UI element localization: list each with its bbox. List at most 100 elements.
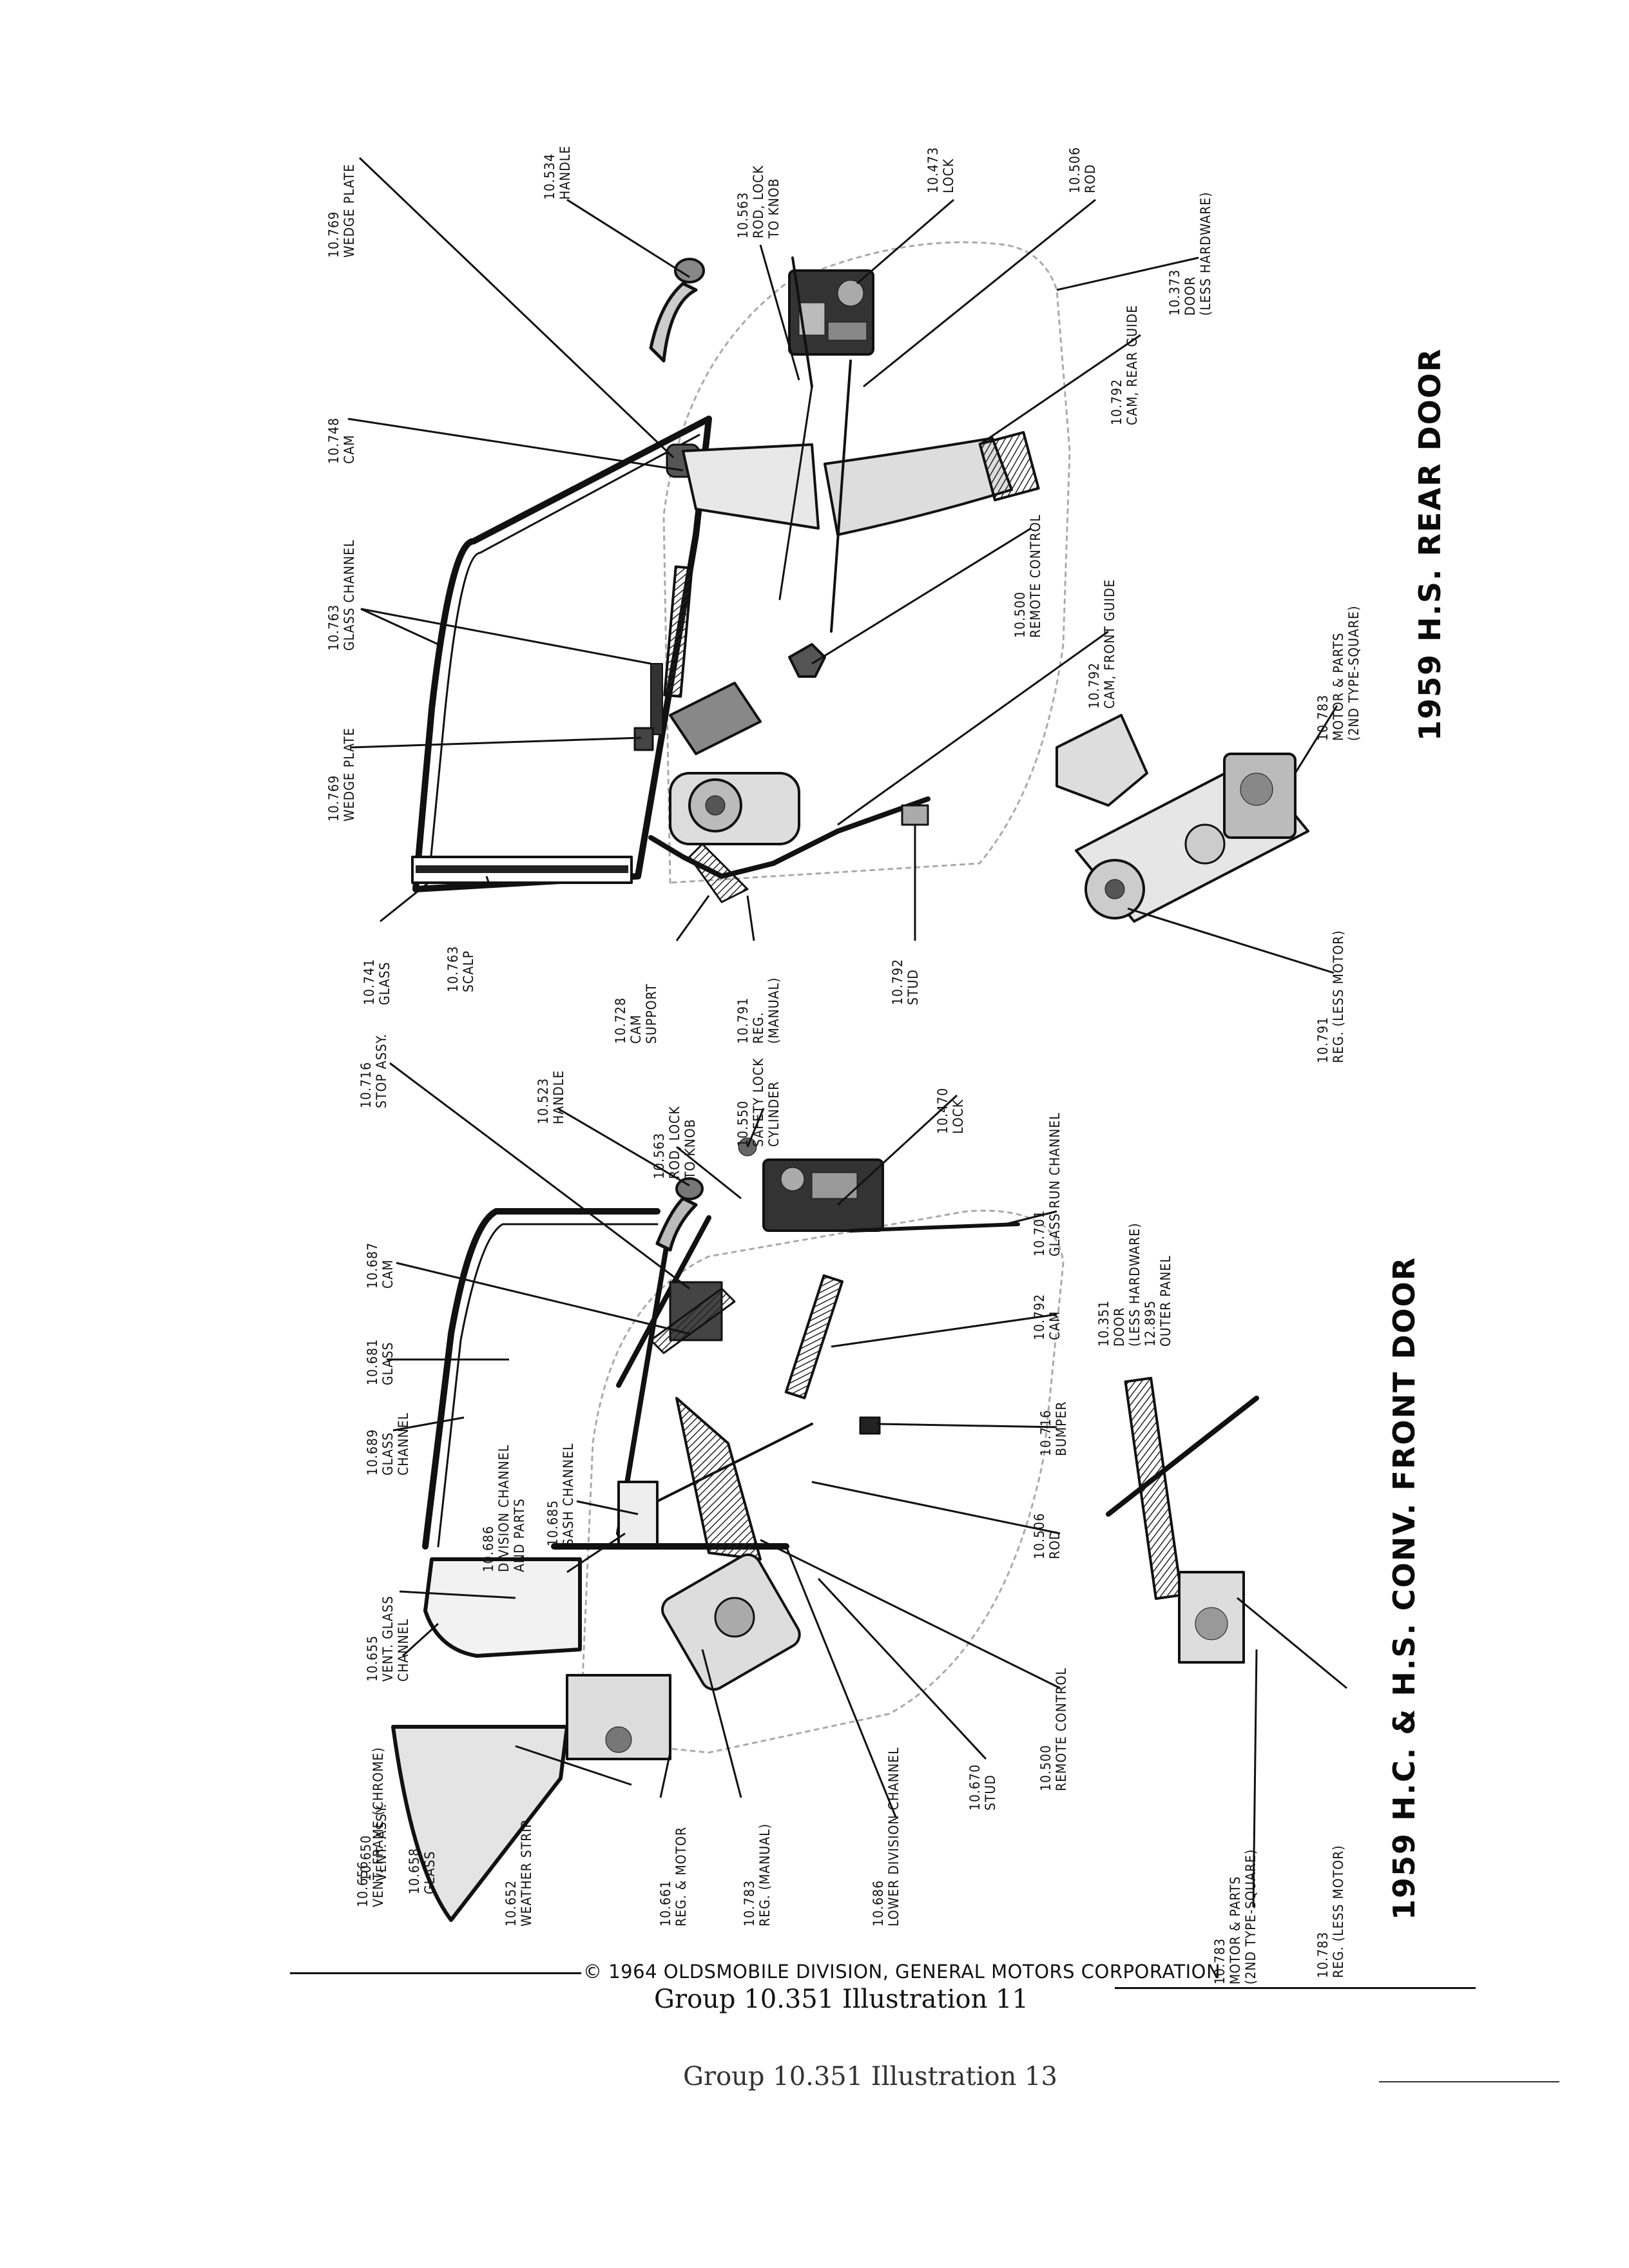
label-line: 10.652 bbox=[503, 1880, 519, 1927]
front-door-label-reg-motor: 10.661REG. & MOTOR bbox=[658, 1827, 689, 1927]
label-line: DIVISION CHANNEL bbox=[496, 1445, 512, 1572]
label-line: (2ND TYPE-SQUARE) bbox=[1243, 1849, 1258, 1984]
label-line: 10.650 bbox=[358, 1835, 374, 1881]
front-leader-lines bbox=[387, 1062, 1347, 1908]
label-line: ROD bbox=[1047, 1530, 1063, 1559]
label-line: MOTOR & PARTS bbox=[1228, 1876, 1243, 1984]
label-line: 10.791 bbox=[735, 997, 751, 1044]
label-line: 10.792 bbox=[1086, 662, 1102, 709]
front-door-label-remote-control: 10.500REMOTE CONTROL bbox=[1038, 1667, 1069, 1791]
label-line: (2ND TYPE-SQUARE) bbox=[1346, 606, 1362, 741]
label-line: (LESS HARDWARE) bbox=[1198, 191, 1213, 316]
label-line: 10.500 bbox=[1038, 1745, 1054, 1791]
rear-remote-control bbox=[788, 643, 826, 678]
label-line: BUMPER bbox=[1054, 1401, 1069, 1456]
label-line: 10.500 bbox=[1012, 591, 1028, 638]
label-line: 10.783 bbox=[1212, 1938, 1228, 1984]
label-line: 10.763 bbox=[445, 946, 461, 992]
label-line: REG. (MANUAL) bbox=[757, 1823, 773, 1927]
label-line: STUD bbox=[905, 969, 921, 1005]
rear-door-label-rod-lock: 10.563ROD, LOCKTO KNOB bbox=[735, 165, 782, 239]
label-line: WEDGE PLATE bbox=[342, 727, 357, 822]
front-handle bbox=[655, 1196, 698, 1252]
rear-stud bbox=[901, 804, 929, 826]
footer-rule-lower bbox=[1379, 2081, 1559, 2082]
label-line: 10.670 bbox=[967, 1764, 983, 1811]
label-line: 10.473 bbox=[925, 147, 941, 193]
label-line: REMOTE CONTROL bbox=[1028, 514, 1043, 638]
label-line: 10.506 bbox=[1067, 147, 1083, 193]
label-line: WEDGE PLATE bbox=[342, 164, 357, 258]
label-line: SAFETY LOCK bbox=[751, 1058, 766, 1147]
front-door-label-sash-channel: 10.685SASH CHANNEL bbox=[545, 1443, 576, 1546]
label-line: ROD bbox=[1083, 164, 1098, 193]
label-line: LOWER DIVISION CHANNEL bbox=[886, 1747, 901, 1927]
rear-door-label-wedge-plate: 10.769WEDGE PLATE bbox=[326, 727, 357, 822]
front-glass-run-channel bbox=[849, 1222, 1020, 1233]
label-line: VENT. FRAME (CHROME) bbox=[371, 1747, 386, 1907]
label-line: REG. (LESS MOTOR) bbox=[1331, 1845, 1346, 1978]
rear-door-label-lock: 10.473LOCK bbox=[925, 147, 956, 193]
front-door-label-stud: 10.670STUD bbox=[967, 1764, 998, 1811]
front-door-label-lower-division: 10.686LOWER DIVISION CHANNEL bbox=[871, 1747, 901, 1927]
front-door-label-reg-less-motor: 10.783REG. (LESS MOTOR) bbox=[1315, 1845, 1346, 1978]
front-vent-assembly bbox=[391, 1557, 671, 1922]
label-line: SUPPORT bbox=[644, 983, 659, 1044]
rear-window-glass bbox=[411, 416, 712, 892]
label-line: REG. (LESS MOTOR) bbox=[1331, 930, 1346, 1063]
rear-door-label-wedge-plate-top: 10.769WEDGE PLATE bbox=[326, 164, 357, 258]
rear-door-label-remote-control: 10.500REMOTE CONTROL bbox=[1012, 514, 1043, 638]
label-line: 10.791 bbox=[1315, 1017, 1331, 1063]
label-line: 10.656 bbox=[355, 1861, 371, 1907]
label-line: CAM bbox=[342, 435, 357, 464]
front-cam-792 bbox=[784, 1274, 844, 1399]
illustration-caption-secondary: Group 10.351 Illustration 13 bbox=[683, 2062, 1057, 2091]
label-line: 10.792 bbox=[1032, 1294, 1047, 1340]
label-line: 10.550 bbox=[735, 1100, 751, 1147]
front-door-label-weather-strip: 10.652WEATHER STRIP bbox=[503, 1820, 534, 1927]
label-line: CAM bbox=[380, 1260, 396, 1289]
rear-door-drawing bbox=[411, 241, 1309, 923]
label-line: 10.701 bbox=[1032, 1210, 1047, 1256]
label-line: TO KNOB bbox=[766, 178, 782, 239]
label-line: LOCK bbox=[950, 1099, 966, 1134]
label-line: SASH CHANNEL bbox=[561, 1443, 576, 1546]
rear-handle bbox=[649, 282, 698, 363]
label-line: 10.783 bbox=[1315, 1932, 1331, 1978]
label-line: OUTER PANEL bbox=[1158, 1255, 1173, 1347]
front-door-label-vent-glass-channel: 10.655VENT. GLASSCHANNEL bbox=[365, 1595, 411, 1682]
illustration-caption: Group 10.351 Illustration 11 bbox=[654, 1984, 1028, 2014]
label-line: 10.685 bbox=[545, 1500, 561, 1546]
rear-door-label-glass: 10.741GLASS bbox=[361, 959, 392, 1005]
front-door-label-reg-manual: 10.783REG. (MANUAL) bbox=[742, 1823, 773, 1927]
label-line: 10.783 bbox=[1315, 695, 1331, 741]
rear-regulator-less-motor bbox=[1055, 714, 1309, 923]
rear-door-label-motor: 10.783MOTOR & PARTS(2ND TYPE-SQUARE) bbox=[1315, 606, 1362, 741]
label-line: 12.895 bbox=[1142, 1300, 1158, 1347]
front-door-label-cam-792: 10.792CAM bbox=[1032, 1294, 1063, 1340]
rear-door-label-stud: 10.792STUD bbox=[890, 959, 921, 1005]
rear-door-label-cam-rear-guide: 10.792CAM, REAR GUIDE bbox=[1109, 305, 1140, 425]
rear-door-label-reg-less-motor: 10.791REG. (LESS MOTOR) bbox=[1315, 930, 1346, 1063]
rear-door-label-handle: 10.534HANDLE bbox=[542, 146, 573, 200]
label-line: 10.506 bbox=[1032, 1513, 1047, 1559]
rear-rod-lock-knob bbox=[791, 256, 813, 388]
rear-leader-lines bbox=[347, 157, 1338, 974]
rear-door-label-rod: 10.506ROD bbox=[1067, 147, 1098, 193]
label-line: TO KNOB bbox=[682, 1119, 698, 1180]
label-line: LOCK bbox=[941, 159, 956, 193]
label-line: CAM, REAR GUIDE bbox=[1124, 305, 1140, 425]
front-door-label-division-channel: 10.686DIVISION CHANNELAND PARTS bbox=[481, 1445, 527, 1572]
rear-wedge-plate bbox=[633, 727, 654, 751]
label-line: 10.658 bbox=[407, 1848, 422, 1894]
footer-rule-left bbox=[290, 1972, 581, 1974]
label-line: WEATHER STRIP bbox=[519, 1820, 534, 1927]
rear-regulator-manual bbox=[669, 682, 800, 903]
label-line: STOP ASSY. bbox=[374, 1033, 389, 1108]
front-door-label-glass-channel: 10.689GLASSCHANNEL bbox=[365, 1412, 411, 1475]
rear-door-title: 1959 H.S. REAR DOOR bbox=[1412, 348, 1447, 741]
front-door-title: 1959 H.C. & H.S. CONV. FRONT DOOR bbox=[1387, 1256, 1422, 1920]
label-line: CYLINDER bbox=[766, 1081, 782, 1147]
